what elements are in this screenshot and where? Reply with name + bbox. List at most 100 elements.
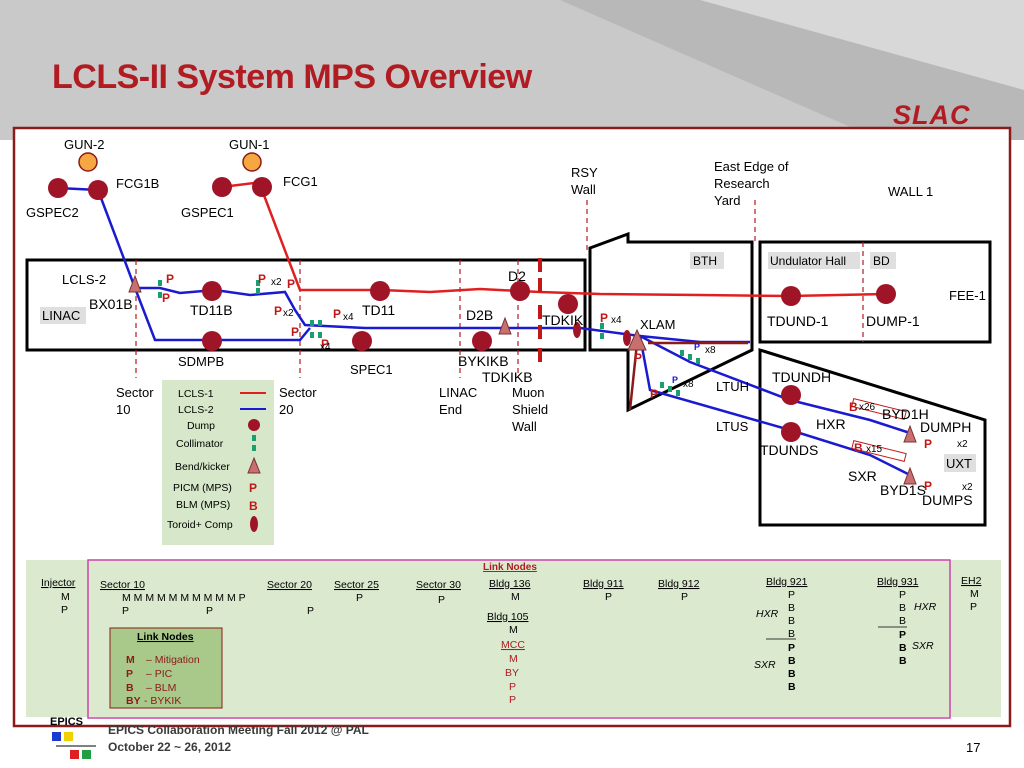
label-sector10-1: Sector [116, 385, 154, 400]
undulator-hall-box [758, 240, 992, 344]
epics-logo-icon [52, 732, 96, 759]
svg-text:P: P [788, 642, 795, 654]
svg-text:B: B [788, 668, 796, 680]
svg-text:P: P [307, 605, 314, 617]
legend-toroid: Toroid+ Comp [167, 519, 233, 531]
label-x26: x26 [859, 402, 876, 413]
label-x15: x15 [866, 444, 883, 455]
svg-text:M: M [509, 653, 518, 665]
svg-text:P: P [162, 291, 170, 305]
svg-text:M: M [126, 654, 135, 666]
label-muon-3: Wall [512, 419, 537, 434]
svg-text:BY: BY [505, 667, 519, 679]
svg-text:B: B [899, 602, 906, 614]
label-x2d: x2 [962, 482, 973, 493]
label-tdunds: TDUNDS [760, 442, 818, 458]
label-east-1: East Edge of [714, 159, 789, 174]
label-tdkikb: TDKIKB [482, 369, 533, 385]
svg-text:P: P [333, 307, 341, 321]
label-gspec2: GSPEC2 [26, 205, 79, 220]
label-fcg1b: FCG1B [116, 176, 159, 191]
legend-picm: PICM (MPS) [173, 482, 232, 494]
label-linac-end-2: End [439, 402, 462, 417]
bldg911-title: Bldg 911 [583, 578, 624, 590]
label-d2: D2 [508, 268, 526, 284]
slide-title: LCLS-II System MPS Overview [52, 58, 532, 96]
label-ltuh: LTUH [716, 379, 749, 394]
bth-label-bg [690, 252, 724, 269]
label-fee1: FEE-1 [949, 288, 986, 303]
svg-text:P: P [634, 351, 642, 365]
label-tdundh: TDUNDH [772, 369, 831, 385]
label-bykikb: BYKIKB [458, 353, 509, 369]
link-header: Link Nodes [483, 562, 537, 573]
svg-text:P: P [681, 591, 688, 603]
ltu-lines [628, 341, 748, 411]
svg-text:P: P [321, 337, 329, 351]
label-linac-end-1: LINAC [439, 385, 477, 400]
undulator-label-bg [768, 252, 860, 269]
label-fcg1: FCG1 [283, 174, 318, 189]
svg-text:P: P [899, 629, 906, 641]
svg-text:P: P [291, 325, 299, 339]
label-sector10-2: 10 [116, 402, 130, 417]
gun-1-marker [242, 152, 262, 172]
dump-markers [48, 177, 896, 442]
label-ltus: LTUS [716, 419, 749, 434]
label-gspec1: GSPEC1 [181, 205, 234, 220]
label-x8b: x8 [683, 379, 694, 390]
svg-text:P: P [924, 479, 932, 493]
svg-text:P: P [650, 387, 658, 401]
label-dumps: DUMPS [922, 492, 973, 508]
label-dump1: DUMP-1 [866, 313, 920, 329]
bldg105-title: Bldg 105 [487, 611, 529, 623]
picm-markers: P P P P P P P P P P P P P [162, 272, 932, 493]
label-undulator-hall: Undulator Hall [770, 254, 846, 268]
legend-collimator-icon [252, 435, 256, 441]
label-td11b: TD11B [190, 302, 233, 318]
label-td11: TD11 [362, 302, 395, 318]
hxr-undulator [851, 397, 907, 421]
bldg921-title: Bldg 921 [766, 576, 808, 588]
bldg931-title: Bldg 931 [877, 576, 919, 588]
svg-text:P: P [274, 304, 282, 318]
label-uxt: UXT [946, 456, 972, 471]
svg-text:BY: BY [126, 695, 141, 707]
label-east-3: Yard [714, 193, 741, 208]
label-sdmpb: SDMPB [178, 354, 224, 369]
uxt-box [758, 347, 987, 527]
label-tdund1: TDUND-1 [767, 313, 829, 329]
svg-text:M: M [509, 624, 518, 636]
svg-text:– PIC: – PIC [146, 668, 173, 680]
slac-logo: SLAC [893, 100, 971, 130]
svg-text:P: P [899, 589, 906, 601]
label-lcls2: LCLS-2 [62, 272, 106, 287]
legend-picm-icon: P [249, 481, 257, 495]
label-bx01b: BX01B [89, 296, 133, 312]
bldg931-hxr: HXR [914, 601, 937, 613]
legend-blm: BLM (MPS) [176, 499, 230, 511]
label-d2b: D2B [466, 307, 493, 323]
mcc-label: MCC [501, 639, 525, 651]
bth-box [588, 231, 754, 413]
label-x4b: x4 [320, 342, 331, 353]
footer-date: October 22 ~ 26, 2012 [108, 740, 232, 754]
svg-text:P: P [287, 277, 295, 291]
label-dumph: DUMPH [920, 419, 971, 435]
link-columns: Injector M P Sector 10 M M M M M M M M M… [41, 575, 982, 706]
sxr-undulator [851, 439, 907, 463]
svg-text:B: B [899, 615, 906, 627]
legend-bend: Bend/kicker [175, 461, 230, 473]
label-sector20-1: Sector [279, 385, 317, 400]
svg-text:- BYKIK: - BYKIK [144, 695, 181, 707]
svg-text:B: B [126, 682, 134, 694]
svg-text:P: P [126, 668, 133, 680]
gun-2-marker [78, 152, 98, 172]
sector30-title: Sector 30 [416, 579, 461, 591]
svg-text:B: B [788, 681, 796, 693]
small-picm-markers: P P [672, 342, 700, 385]
blm-bars [538, 258, 542, 362]
toroid-markers [573, 322, 631, 346]
svg-text:B: B [788, 602, 795, 614]
